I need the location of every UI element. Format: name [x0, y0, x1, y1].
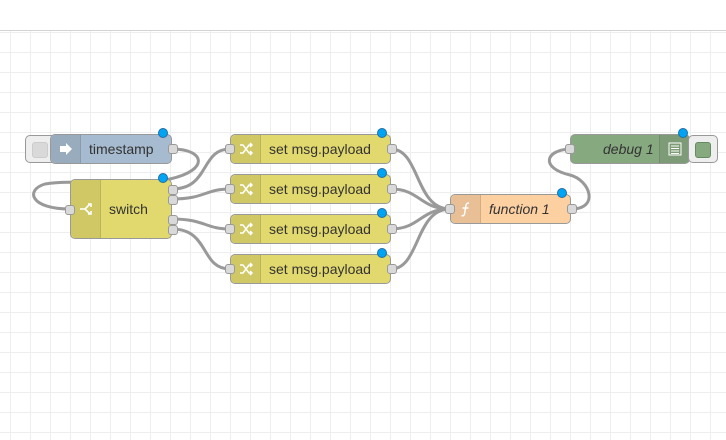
output-port[interactable] [387, 184, 397, 194]
wire-change4-function [389, 207, 452, 271]
input-port[interactable] [225, 224, 235, 234]
node-change-2[interactable]: set msg.payload [225, 168, 397, 204]
node-change-1[interactable]: set msg.payload [225, 128, 397, 164]
status-indicator [158, 173, 168, 183]
node-label-debug-1: debug 1 [603, 141, 654, 157]
input-port[interactable] [445, 204, 455, 214]
output-port[interactable] [387, 144, 397, 154]
output-port-3[interactable] [168, 215, 178, 225]
status-indicator [158, 128, 168, 138]
node-label-timestamp: timestamp [89, 141, 154, 157]
status-indicator [678, 128, 688, 138]
node-change-4[interactable]: set msg.payload [225, 248, 397, 284]
status-indicator [377, 248, 387, 258]
shuffle-icon [231, 215, 261, 243]
wire-switch-change4 [170, 227, 232, 271]
shuffle-icon [231, 175, 261, 203]
node-label-change-3: set msg.payload [269, 221, 371, 237]
input-port[interactable] [225, 264, 235, 274]
function-icon [451, 195, 481, 223]
node-switch[interactable]: switch [65, 173, 178, 239]
output-port[interactable] [168, 144, 178, 154]
input-port[interactable] [225, 144, 235, 154]
node-timestamp[interactable]: timestamp [50, 128, 178, 164]
input-port[interactable] [65, 205, 75, 215]
output-port[interactable] [567, 204, 577, 214]
wire-switch-change2 [170, 187, 232, 201]
node-label-change-4: set msg.payload [269, 261, 371, 277]
output-port-4[interactable] [168, 225, 178, 235]
wire-function-debug [547, 147, 591, 211]
output-port-2[interactable] [168, 195, 178, 205]
inject-arrow-icon [51, 135, 81, 163]
node-change-3[interactable]: set msg.payload [225, 208, 397, 244]
node-label-switch: switch [109, 201, 148, 217]
shuffle-icon [231, 135, 261, 163]
workspace-top-edge [0, 0, 726, 31]
status-indicator [377, 128, 387, 138]
input-port[interactable] [225, 184, 235, 194]
wire-switch-change3 [170, 217, 232, 231]
status-indicator [377, 208, 387, 218]
debug-list-icon [659, 135, 689, 163]
node-label-change-1: set msg.payload [269, 141, 371, 157]
debug-toggle-square [695, 142, 711, 158]
node-label-function-1: function 1 [489, 201, 550, 217]
inject-trigger-square [32, 142, 48, 158]
debug-toggle-button[interactable] [688, 135, 718, 163]
output-port[interactable] [387, 224, 397, 234]
node-debug-1[interactable]: debug 1 [565, 128, 690, 164]
output-port[interactable] [387, 264, 397, 274]
status-indicator [557, 188, 567, 198]
switch-icon [71, 180, 101, 238]
status-indicator [377, 168, 387, 178]
output-port-1[interactable] [168, 185, 178, 195]
wire-switch-change1 [170, 147, 232, 191]
input-port[interactable] [565, 144, 575, 154]
shuffle-icon [231, 255, 261, 283]
node-function-1[interactable]: function 1 [445, 188, 577, 224]
node-label-change-2: set msg.payload [269, 181, 371, 197]
